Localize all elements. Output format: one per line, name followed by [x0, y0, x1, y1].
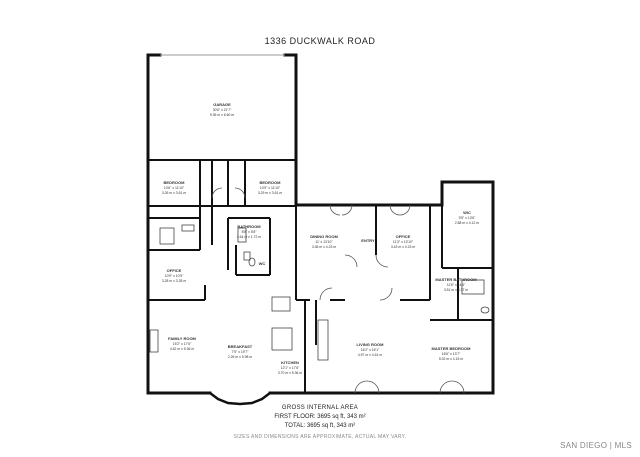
- room-breakfast-name: BREAKFAST: [228, 344, 253, 349]
- room-garage-name: GARAGE: [213, 102, 231, 107]
- bathroom-vanity: [237, 227, 247, 243]
- room-wic-dim: 9'5" x 13'6": [459, 216, 477, 220]
- room-wic-name: WIC: [463, 210, 471, 215]
- room-kitchen-dim-metric: 3.70 m x 5.36 m: [278, 371, 302, 375]
- room-office-2-name: OFFICE: [396, 234, 411, 239]
- bay-window: [209, 392, 271, 406]
- room-family-dim-metric: 4.62 m x 5.36 m: [170, 347, 194, 351]
- area-total: TOTAL: 3695 sq ft, 343 m²: [284, 423, 356, 429]
- room-master-bath-dim-metric: 3.51 m x 4.37 m: [444, 288, 468, 292]
- room-garage-dim-metric: 9.35 m x 6.60 m: [210, 113, 234, 117]
- room-dining-dim: 11' x 13'10": [315, 240, 333, 244]
- room-master-bedroom-dim-metric: 5.02 m x 4.15 m: [439, 357, 463, 361]
- room-wc-name: WC: [259, 261, 266, 266]
- room-office-1-name: OFFICE: [167, 268, 182, 273]
- room-garage-dim: 30'6" x 21'7": [213, 108, 232, 112]
- room-bedroom-2-dim: 10'9" x 11'10": [260, 186, 281, 190]
- room-breakfast-dim: 7'5" x 19'7": [232, 350, 250, 354]
- room-bedroom-2-dim-metric: 3.29 m x 3.61 m: [258, 191, 282, 195]
- room-entry-name: ENTRY: [361, 238, 375, 243]
- room-kitchen-dim: 12'1" x 17'6": [281, 366, 300, 370]
- room-office-1-dim-metric: 3.28 m x 3.28 m: [162, 279, 186, 283]
- living-counter: [317, 319, 329, 361]
- room-living-dim: 16'2" x 15'1": [361, 348, 380, 352]
- room-family-dim: 15'2" x 17'6": [173, 342, 192, 346]
- room-office-1-dim: 10'9" x 10'9": [165, 274, 184, 278]
- room-living-dim-metric: 4.97 m x 4.61 m: [358, 353, 382, 357]
- interior-walls: [148, 159, 493, 393]
- room-master-bath-dim: 11'6" x 14'4": [447, 283, 466, 287]
- room-bathroom-dim-metric: 2.64 m x 1.72 m: [237, 235, 261, 239]
- room-office-2-dim-metric: 3.43 m x 4.23 m: [391, 245, 415, 249]
- room-dining-name: DINING ROOM: [310, 234, 338, 239]
- kitchen-island: [271, 296, 291, 312]
- room-master-bedroom-dim: 16'6" x 13'7": [442, 352, 461, 356]
- fixtures: [149, 224, 490, 361]
- floorplan-title: 1336 DUCKWALK ROAD: [264, 36, 376, 46]
- room-bedroom-2-name: BEDROOM: [260, 180, 282, 185]
- breakfast-island: [271, 327, 293, 351]
- disclaimer: SIZES AND DIMENSIONS ARE APPROXIMATE, AC…: [233, 434, 407, 440]
- exterior-walls: [146, 53, 495, 395]
- room-living-name: LIVING ROOM: [357, 342, 385, 347]
- room-master-bedroom-name: MASTER BEDROOM: [432, 346, 472, 351]
- room-office-2-dim: 11'3" x 13'10": [393, 240, 414, 244]
- master-tub: [461, 279, 485, 295]
- room-kitchen-name: KITCHEN: [281, 360, 299, 365]
- bathtub: [159, 227, 175, 245]
- area-heading: GROSS INTERNAL AREA: [281, 405, 359, 411]
- area-first-floor: FIRST FLOOR: 3695 sq ft, 343 m²: [274, 414, 366, 420]
- room-bathroom-name: BATHROOM: [237, 224, 261, 229]
- fireplace: [149, 329, 159, 353]
- room-bedroom-1-dim: 10'6" x 11'10": [164, 186, 185, 190]
- room-bedroom-1-dim-metric: 3.26 m x 3.61 m: [162, 191, 186, 195]
- room-wic-dim-metric: 2.88 m x 4.12 m: [455, 221, 479, 225]
- room-breakfast-dim-metric: 2.26 m x 5.98 m: [228, 355, 252, 359]
- room-dining-dim-metric: 3.36 m x 4.23 m: [312, 245, 336, 249]
- door-swings: [211, 187, 465, 394]
- room-master-bath-name: MASTER BATHROOM: [435, 277, 477, 282]
- toilet: [248, 257, 256, 267]
- room-labels: GARAGE 30'6" x 21'7" 9.35 m x 6.60 m BED…: [162, 102, 479, 375]
- room-bedroom-1-name: BEDROOM: [164, 180, 186, 185]
- room-family-name: FAMILY ROOM: [168, 336, 196, 341]
- brand-watermark: SAN DIEGO | MLS: [560, 441, 632, 450]
- room-bathroom-dim: 8'8" x 5'8": [242, 230, 258, 234]
